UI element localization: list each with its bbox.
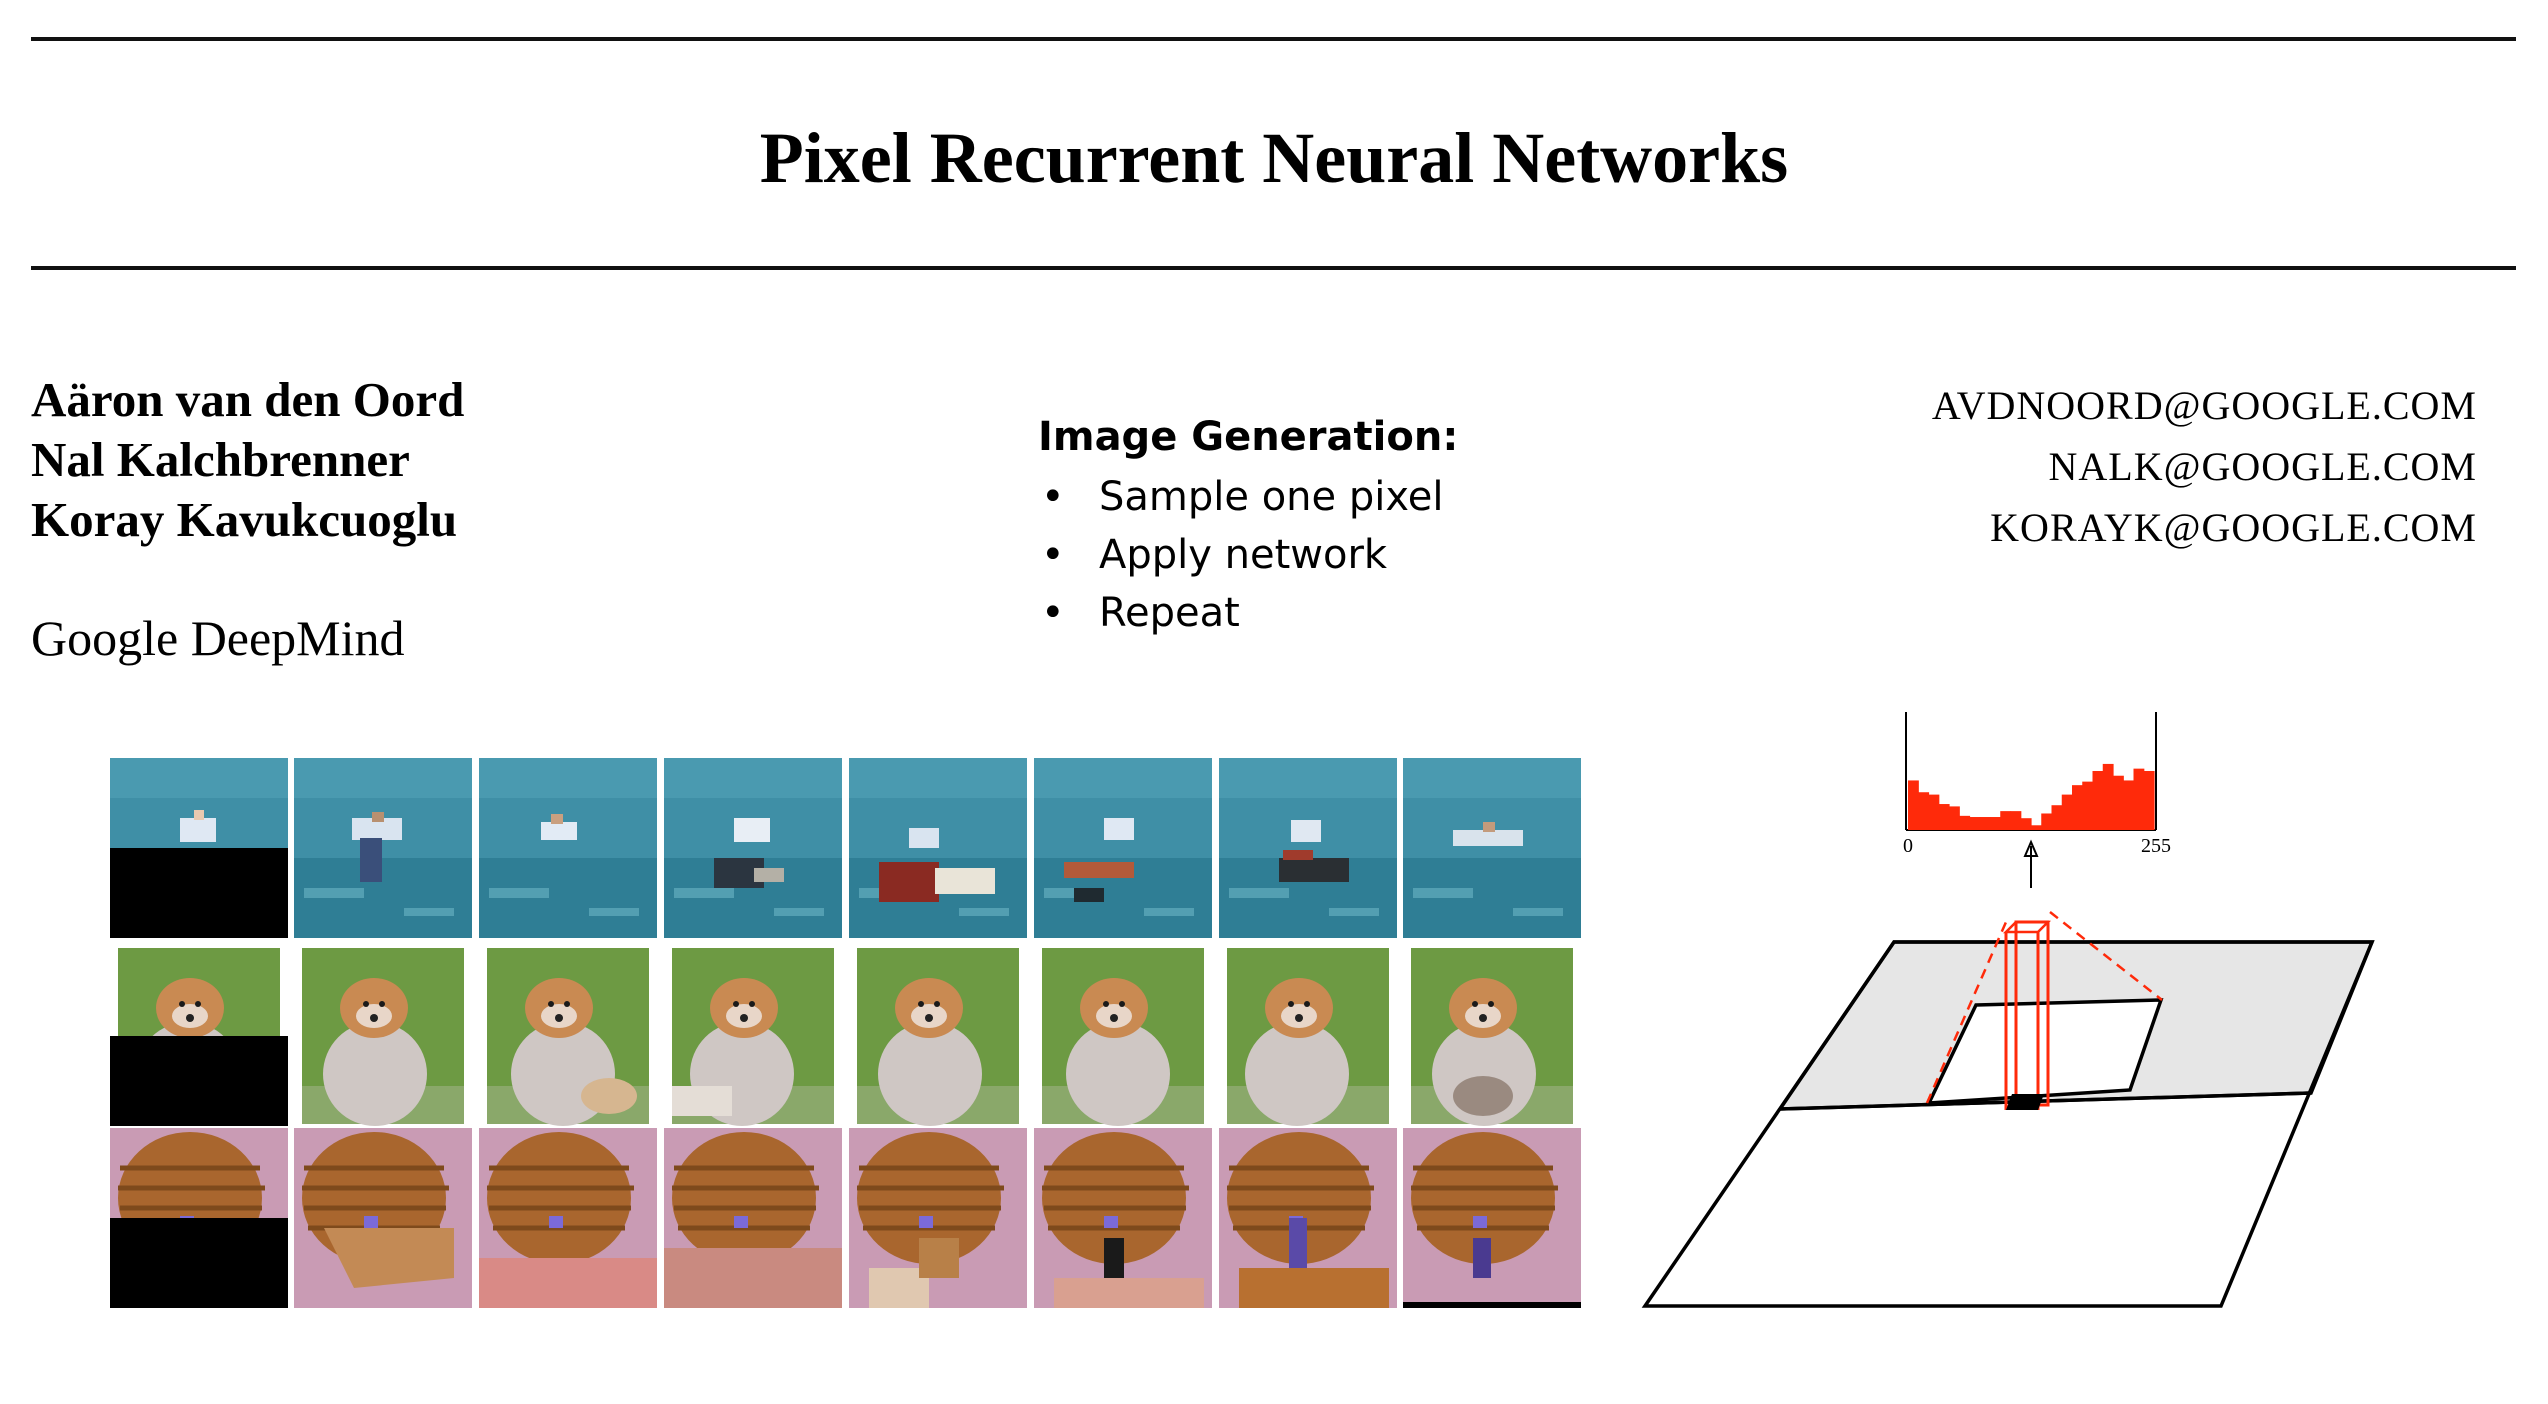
arrow-head-icon (2023, 839, 2039, 857)
sample-row-swimmer (110, 758, 1590, 938)
sample-thumb-dog (1219, 946, 1397, 1126)
email-address: AVDNOORD@GOOGLE.COM (1931, 383, 2477, 428)
summary-list: •Sample one pixel •Apply network •Repeat (1038, 468, 1458, 642)
histogram-bar (1979, 817, 1991, 830)
histogram-bar (2051, 805, 2063, 830)
pixel-value-histogram: 0 255 (1903, 712, 2171, 888)
image-plane (1641, 911, 2375, 1308)
sample-thumb-swimmer (849, 758, 1027, 938)
histogram-bar (2133, 768, 2145, 830)
histogram-bar (2041, 813, 2053, 830)
author-name: Nal Kalchbrenner (31, 432, 410, 487)
histogram-bar (1928, 794, 1940, 830)
histogram-bar (1908, 780, 1919, 830)
email-address: KORAYK@GOOGLE.COM (1990, 505, 2477, 550)
email-list: AVDNOORD@GOOGLE.COM NALK@GOOGLE.COM KORA… (1932, 375, 2477, 558)
sample-thumb-dog (479, 946, 657, 1126)
histogram-bar (2123, 780, 2135, 830)
paper-title: Pixel Recurrent Neural Networks (759, 118, 1789, 198)
histogram-bar (1969, 817, 1981, 830)
histogram-max-label: 255 (2141, 835, 2171, 857)
sample-thumb-swimmer (479, 758, 657, 938)
sample-thumb-dog-occluded (110, 946, 288, 1126)
next-region (1926, 998, 2164, 1105)
histogram-bar (1990, 817, 2001, 830)
summary-item: •Sample one pixel (1038, 468, 1458, 526)
sample-thumb-dog (294, 946, 472, 1126)
sample-thumb-dog (1403, 946, 1581, 1126)
top-rule (31, 37, 2516, 41)
sample-thumb-wood (849, 1128, 1027, 1308)
receptive-field-line (2049, 911, 2163, 1001)
author-list: Aäron van den Oord Nal Kalchbrenner Kora… (31, 370, 464, 550)
histogram-bar (2020, 818, 2032, 830)
author-name: Aäron van den Oord (31, 372, 465, 427)
bullet-icon: • (1041, 590, 1065, 636)
sample-row-dog (110, 946, 1590, 1126)
sample-thumb-dog (664, 946, 842, 1126)
bullet-icon: • (1041, 532, 1065, 578)
image-generation-summary: Image Generation: •Sample one pixel •App… (1038, 410, 1458, 642)
current-pixel-top (2002, 920, 2052, 934)
current-pixel (2006, 1094, 2044, 1110)
sample-thumb-swimmer (1219, 758, 1397, 938)
summary-heading: Image Generation: (1038, 414, 1459, 460)
sample-thumb-wood (664, 1128, 842, 1308)
affiliation: Google DeepMind (31, 610, 405, 666)
histogram-bar (1938, 804, 1950, 830)
sample-thumb-wood (479, 1128, 657, 1308)
histogram-bars (1908, 763, 2155, 830)
histogram-bar (2061, 794, 2073, 830)
histogram-bar (1959, 815, 1971, 830)
sample-thumb-swimmer (664, 758, 842, 938)
sample-thumb-dog (849, 946, 1027, 1126)
sample-thumb-wood (1219, 1128, 1397, 1308)
pixel-generation-diagram: 0 255 (1641, 712, 2375, 1308)
bottom-rule (31, 266, 2516, 270)
histogram-bar (1949, 806, 1960, 830)
sample-row-wood (110, 1128, 1590, 1308)
sample-thumb-wood (1034, 1128, 1212, 1308)
sample-thumb-wood-occluded (110, 1128, 288, 1308)
sample-image-grid (110, 758, 1590, 1308)
histogram-bar (2102, 763, 2114, 830)
histogram-bar (2072, 785, 2083, 830)
bullet-icon: • (1041, 474, 1065, 520)
histogram-bar (2082, 781, 2094, 830)
histogram-bar (2092, 771, 2104, 830)
email-address: NALK@GOOGLE.COM (2048, 444, 2477, 489)
sample-thumb-swimmer (294, 758, 472, 938)
histogram-bar (1918, 792, 1930, 830)
histogram-bar (2113, 775, 2124, 830)
histogram-bar (2143, 771, 2155, 830)
image-boundary (1641, 940, 2375, 1308)
sample-thumb-wood (294, 1128, 472, 1308)
sample-thumb-swimmer (1403, 758, 1581, 938)
author-name: Koray Kavukcuoglu (31, 492, 458, 547)
sample-thumb-swimmer (1034, 758, 1212, 938)
sample-thumb-swimmer-occluded (110, 758, 288, 938)
histogram-min-label: 0 (1903, 835, 1913, 857)
histogram-bar (2000, 811, 2012, 830)
sample-thumb-wood (1403, 1128, 1581, 1308)
sample-thumb-dog (1034, 946, 1212, 1126)
histogram-bar (2010, 811, 2022, 830)
histogram-bar (2031, 825, 2042, 830)
summary-item: •Repeat (1038, 584, 1458, 642)
scanline-divider (1779, 1091, 2312, 1111)
summary-item: •Apply network (1038, 526, 1458, 584)
